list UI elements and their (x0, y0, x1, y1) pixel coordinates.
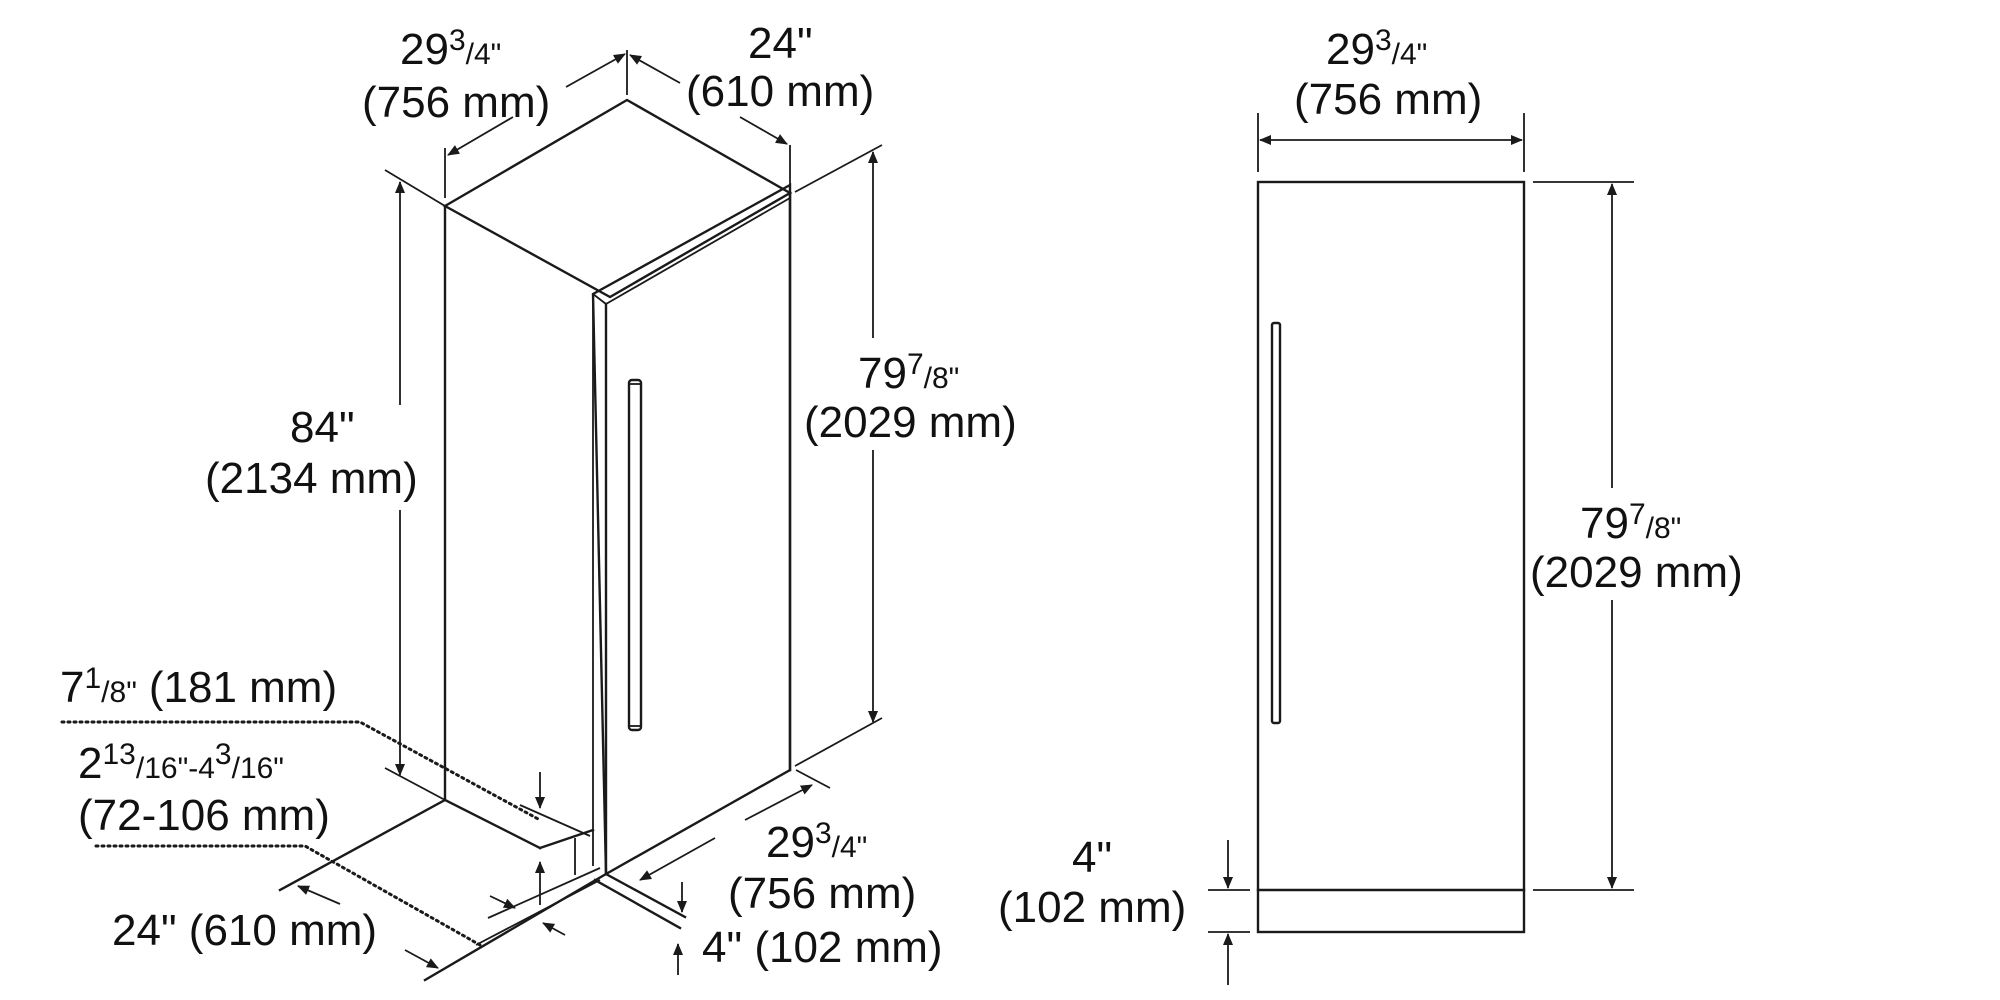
dim-arrow-toe-kick-height (489, 895, 516, 909)
ext-line (384, 767, 446, 801)
ext-line (278, 798, 447, 892)
depth-bottom-label: 24" (610 mm) (112, 906, 377, 955)
dim-arrow-depth-bottom (297, 885, 341, 905)
dim-arrow-width-top (565, 53, 626, 88)
dim-arrow-toe-kick-height (542, 922, 566, 936)
toe-kick-depth-leader (60, 720, 542, 822)
cabinet-outline (442, 98, 793, 930)
ext-line (384, 169, 446, 207)
front-base-mm: (102 mm) (998, 883, 1186, 932)
overall-height-mm: (2134 mm) (205, 454, 418, 503)
front-width-mm: (756 mm) (1294, 75, 1482, 124)
depth-top-mm: (610 mm) (686, 67, 874, 116)
toe-kick-height-label: 213/16"-43/16" (78, 738, 284, 788)
ext-line (519, 804, 591, 837)
dim-arrow-depth-bottom (404, 949, 439, 969)
dim-arrow-depth-top (629, 54, 681, 84)
dim-arrow-depth-top (739, 116, 788, 145)
ext-line (794, 717, 883, 767)
width-top-mm: (756 mm) (362, 78, 550, 127)
front-door-handle (1270, 321, 1282, 725)
cabinet-height-mm: (2029 mm) (804, 398, 1017, 447)
front-height-mm: (2029 mm) (1530, 548, 1743, 597)
toe-kick-height-leader (94, 844, 482, 947)
isometric-view: 293/4" (756 mm) 24" (610 mm) 84" (2134 m… (60, 19, 1017, 982)
dim-arrow-width-bottom (639, 837, 716, 881)
toe-kick-height-mm: (72-106 mm) (78, 791, 330, 840)
toe-kick-depth-label: 71/8"(181 mm) (60, 662, 337, 712)
width-bottom-mm: (756 mm) (728, 869, 916, 918)
front-width-label: 293/4" (1326, 24, 1427, 74)
ext-line (795, 769, 831, 789)
front-cabinet-outline (1256, 180, 1526, 934)
dim-arrow-width-top (447, 116, 514, 156)
ext-line (423, 872, 608, 982)
ext-line (487, 867, 601, 919)
base-height-label: 4" (102 mm) (702, 923, 943, 972)
front-height-label: 797/8" (1580, 498, 1681, 548)
ext-line (794, 144, 883, 193)
width-top-label: 293/4" (400, 24, 501, 74)
front-base-label: 4" (1072, 833, 1112, 882)
door-handle (627, 378, 643, 732)
dim-arrow-width-bottom (744, 784, 813, 821)
width-bottom-label: 293/4" (766, 817, 867, 867)
overall-height-label: 84" (290, 403, 355, 452)
depth-top-label: 24" (748, 19, 813, 68)
front-view: 293/4" (756 mm) 797/8" (2029 mm) 4" (102… (998, 24, 1743, 985)
cabinet-height-label: 797/8" (858, 348, 959, 398)
